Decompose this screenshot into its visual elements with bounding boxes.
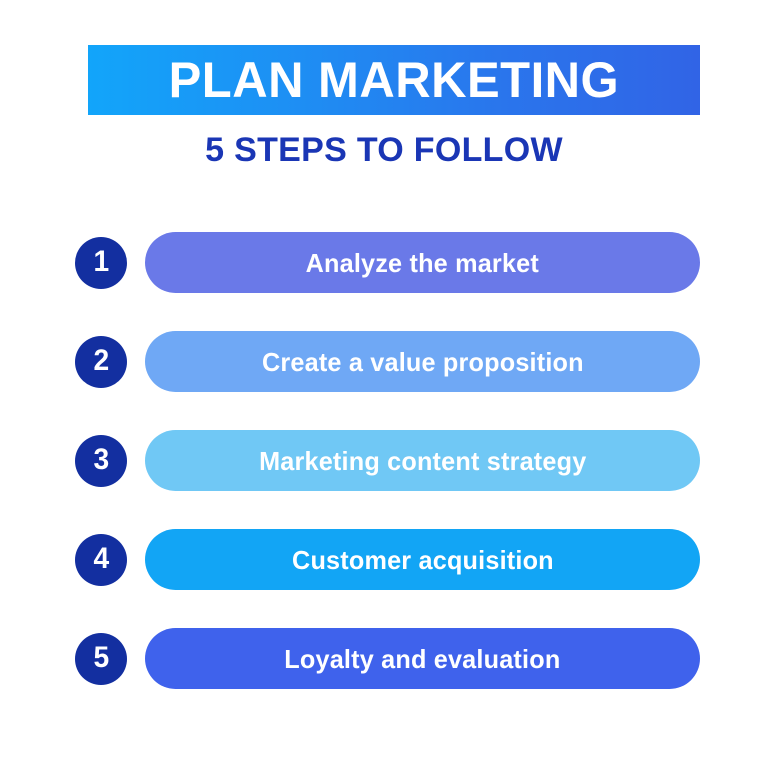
step-label-2: Create a value proposition (261, 346, 584, 377)
step-row: 1 Analyze the market (0, 232, 768, 293)
step-number-5: 5 (93, 641, 109, 674)
step-bar-1: Analyze the market (145, 232, 700, 293)
step-row: 5 Loyalty and evaluation (0, 628, 768, 689)
step-badge-5: 5 (75, 633, 127, 685)
step-label-5: Loyalty and evaluation (284, 643, 561, 674)
step-row: 4 Customer acquisition (0, 529, 768, 590)
step-label-3: Marketing content strategy (258, 445, 587, 476)
step-badge-4: 4 (75, 534, 127, 586)
step-badge-3: 3 (75, 435, 127, 487)
step-badge-2: 2 (75, 336, 127, 388)
page-subtitle: 5 STEPS TO FOLLOW (205, 131, 563, 169)
step-row: 3 Marketing content strategy (0, 430, 768, 491)
step-bar-5: Loyalty and evaluation (145, 628, 700, 689)
steps-list: 1 Analyze the market 2 Create a value pr… (0, 232, 768, 689)
page-title: PLAN MARKETING (168, 52, 620, 108)
step-number-2: 2 (93, 344, 109, 377)
step-bar-4: Customer acquisition (145, 529, 700, 590)
step-badge-1: 1 (75, 237, 127, 289)
title-banner: PLAN MARKETING (88, 45, 700, 115)
step-number-3: 3 (93, 443, 109, 476)
step-label-4: Customer acquisition (291, 544, 554, 575)
step-number-4: 4 (93, 542, 109, 575)
step-row: 2 Create a value proposition (0, 331, 768, 392)
step-number-1: 1 (93, 245, 109, 278)
step-label-1: Analyze the market (305, 247, 540, 278)
step-bar-3: Marketing content strategy (145, 430, 700, 491)
step-bar-2: Create a value proposition (145, 331, 700, 392)
